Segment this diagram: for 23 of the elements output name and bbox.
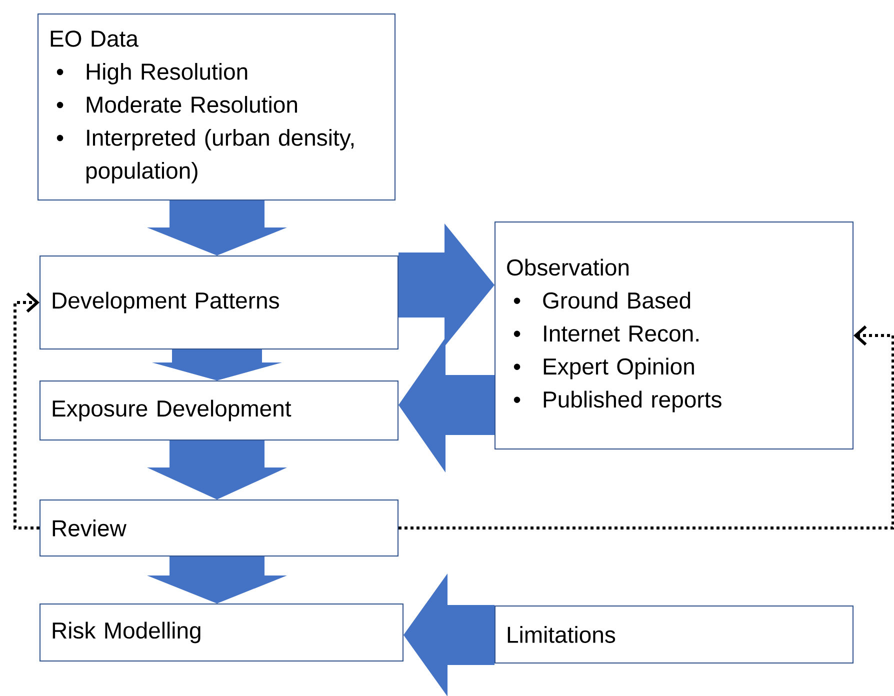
block-arrow — [147, 200, 287, 256]
process-box: Review — [40, 500, 398, 556]
dotted-arrow — [14, 292, 40, 530]
bullet: • — [56, 134, 64, 142]
bullet: • — [514, 364, 520, 370]
block-arrow — [398, 224, 494, 346]
process-box: Risk Modelling — [40, 604, 404, 662]
bullet: • — [56, 102, 64, 108]
block-arrow — [147, 556, 287, 604]
process-box: EO Data • High Resolution • Moderate Resolution • Interpreted (urban density, population) — [38, 14, 396, 200]
bullet: • — [56, 68, 64, 76]
process-box: Observation • Ground Based • Internet Recon. • Expert Opinion • Published reports — [494, 222, 854, 450]
bullet: • — [514, 330, 520, 337]
process-box: Development Patterns — [40, 256, 398, 350]
block-arrow — [147, 440, 287, 500]
process-box: Limitations — [494, 606, 854, 664]
block-arrow — [398, 338, 494, 472]
dotted-arrow — [398, 325, 894, 530]
block-arrow — [152, 350, 282, 380]
block-arrow — [404, 574, 494, 696]
bullet: • — [514, 298, 520, 304]
process-box: Exposure Development — [40, 380, 398, 440]
bullet: • — [514, 396, 520, 403]
